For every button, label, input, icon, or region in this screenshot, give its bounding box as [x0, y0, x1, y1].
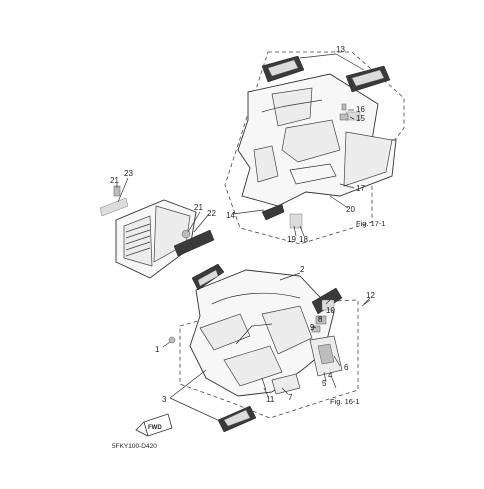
grille-slats [125, 223, 151, 257]
leaders-side [116, 177, 210, 233]
fig-ref-16-1: Fig. 16-1 [330, 397, 360, 406]
part-16 [341, 103, 347, 111]
part-1 [168, 336, 176, 344]
part-15 [339, 113, 349, 121]
callout-16: 16 [356, 105, 365, 114]
side-grille-assembly [99, 185, 215, 279]
front-fender-right-wing [261, 305, 313, 355]
callout-17: 17 [356, 184, 365, 193]
side-grille-face [123, 215, 153, 267]
decal-14 [261, 203, 285, 221]
part-9 [311, 325, 321, 333]
fwd-arrow-icon: FWD [135, 413, 173, 437]
rear-fender-boundary [224, 51, 405, 245]
callout-21-top: 21 [110, 176, 119, 185]
callout-4: 4 [328, 371, 333, 380]
part-8 [315, 315, 327, 325]
callout-1: 1 [155, 345, 160, 354]
decal-rear-left [261, 55, 305, 83]
decal-23 [99, 197, 129, 217]
rear-fender-deck [271, 87, 313, 127]
fender-contour-front [211, 292, 301, 305]
rear-fender-assembly [224, 51, 405, 245]
plate-bracket [309, 335, 343, 377]
callout-5: 5 [322, 379, 327, 388]
fender-contour [261, 99, 323, 113]
callout-10: 10 [326, 306, 335, 315]
callout-19: 19 [287, 235, 296, 244]
front-fender-left-wing [199, 313, 251, 351]
part-7 [271, 373, 301, 395]
callout-8: 8 [318, 315, 323, 324]
callout-7: 7 [288, 393, 293, 402]
front-fender-assembly [168, 263, 371, 433]
callout-18: 18 [299, 235, 308, 244]
callout-2: 2 [300, 265, 305, 274]
callout-11: 11 [266, 395, 275, 404]
callout-14: 14 [226, 211, 235, 220]
callout-12: 12 [366, 291, 375, 300]
callout-23: 23 [124, 169, 133, 178]
callout-21-mid: 21 [194, 203, 203, 212]
decal-front-lower [217, 405, 257, 433]
part-11 [261, 377, 267, 391]
diagram-code: 5FKY100-D420 [112, 443, 157, 450]
callout-20: 20 [346, 205, 355, 214]
reflector [289, 213, 303, 229]
rear-fender-left-wall [253, 145, 279, 183]
decal-front-upper-left [191, 263, 225, 291]
rear-fender-right-wall [343, 131, 393, 187]
callout-15: 15 [356, 114, 365, 123]
leaders-top [232, 53, 365, 237]
rear-fender-center [281, 119, 341, 163]
fender-crease [235, 323, 273, 345]
callout-labels: 13 16 15 17 20 Fig. 17-1 14 19 18 23 21 … [110, 45, 386, 406]
fender-seat-seat [289, 163, 337, 185]
decal-rear-right [345, 65, 391, 93]
fwd-label: FWD [148, 425, 162, 431]
part-10 [321, 299, 335, 311]
callout-13: 13 [336, 45, 345, 54]
part-12 [361, 299, 371, 307]
front-fender-nose [223, 345, 283, 387]
decal-22 [173, 229, 215, 257]
callout-22: 22 [207, 209, 216, 218]
callout-9: 9 [310, 323, 315, 332]
callout-6: 6 [344, 363, 349, 372]
leaders-front [162, 272, 371, 423]
fig-ref-17-1: Fig. 17-1 [356, 219, 386, 228]
callout-3: 3 [162, 395, 167, 404]
